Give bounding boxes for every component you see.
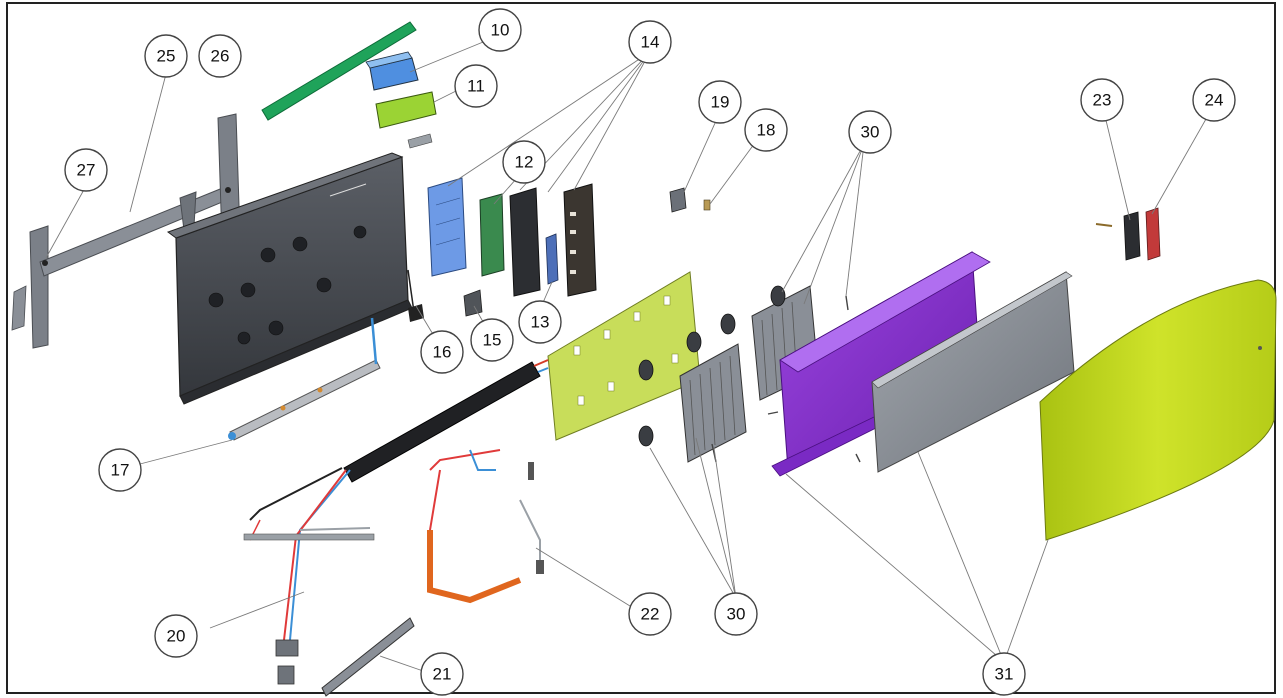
callout-26-label: 26 bbox=[211, 47, 230, 66]
callout-21: 21 bbox=[420, 652, 464, 696]
callout-10: 10 bbox=[478, 8, 522, 52]
callout-20: 20 bbox=[154, 614, 198, 658]
callout-25-label: 25 bbox=[157, 47, 176, 66]
callout-11: 11 bbox=[454, 64, 498, 108]
back-chassis-part bbox=[166, 133, 433, 405]
callout-13: 13 bbox=[518, 300, 562, 344]
sensor-part bbox=[407, 269, 424, 322]
mounting-rail-21 bbox=[321, 617, 415, 697]
callout-22: 22 bbox=[628, 592, 672, 636]
callout-19: 19 bbox=[698, 80, 742, 124]
fan-units bbox=[638, 285, 786, 447]
display-part bbox=[1095, 211, 1141, 261]
callout-31: 31 bbox=[982, 652, 1026, 696]
callout-23-label: 23 bbox=[1093, 91, 1112, 110]
switch-part bbox=[463, 289, 483, 317]
heating-rod-part bbox=[228, 317, 381, 441]
green-module-part bbox=[375, 91, 437, 129]
wire-harness-20 bbox=[243, 467, 375, 685]
callout-30-bottom: 30 bbox=[714, 592, 758, 636]
callout-14: 14 bbox=[628, 20, 672, 64]
wire-harness-22 bbox=[427, 449, 544, 604]
callout-25: 25 bbox=[144, 34, 188, 78]
callout-26: 26 bbox=[198, 34, 242, 78]
relay-board-green bbox=[479, 193, 505, 277]
callout-16-label: 16 bbox=[433, 343, 452, 362]
callout-24-label: 24 bbox=[1205, 91, 1224, 110]
callout-19-label: 19 bbox=[711, 93, 730, 112]
callout-21-label: 21 bbox=[433, 665, 452, 684]
callout-22-label: 22 bbox=[641, 605, 660, 624]
control-board-blue bbox=[427, 177, 467, 277]
gray-cover-part bbox=[871, 271, 1075, 473]
green-rail-part bbox=[261, 21, 417, 121]
fuse-holder-part bbox=[669, 187, 687, 213]
callout-23: 23 bbox=[1080, 78, 1124, 122]
leader-lines bbox=[45, 39, 1211, 673]
callout-18-label: 18 bbox=[757, 121, 776, 140]
callout-16: 16 bbox=[420, 330, 464, 374]
callout-13-label: 13 bbox=[531, 313, 550, 332]
callout-27-label: 27 bbox=[77, 161, 96, 180]
callout-11-label: 11 bbox=[467, 77, 485, 96]
blue-module-part bbox=[365, 51, 419, 91]
callout-12-label: 12 bbox=[515, 153, 534, 172]
display-bezel-part bbox=[1145, 207, 1161, 261]
callout-15: 15 bbox=[470, 318, 514, 362]
callout-20-label: 20 bbox=[167, 627, 186, 646]
callout-30-top: 30 bbox=[848, 110, 892, 154]
callout-15-label: 15 bbox=[483, 331, 502, 350]
heater-board-part bbox=[547, 271, 701, 441]
flat-cable-part bbox=[343, 359, 549, 483]
callout-10-label: 10 bbox=[491, 21, 510, 40]
callout-17-label: 17 bbox=[111, 461, 130, 480]
yellow-front-cover-part bbox=[1039, 279, 1277, 541]
heat-sink-front bbox=[679, 343, 747, 463]
callout-24: 24 bbox=[1192, 78, 1236, 122]
callout-14-label: 14 bbox=[641, 33, 660, 52]
callout-30-top-label: 30 bbox=[861, 123, 880, 142]
callout-12: 12 bbox=[502, 140, 546, 184]
callout-31-label: 31 bbox=[995, 665, 1014, 684]
terminal-cover-dark bbox=[563, 183, 597, 297]
fuse-part bbox=[703, 199, 711, 211]
callout-17: 17 bbox=[98, 448, 142, 492]
terminal-board-dark bbox=[509, 187, 559, 297]
callout-27: 27 bbox=[64, 148, 108, 192]
callout-18: 18 bbox=[744, 108, 788, 152]
callout-30-bottom-label: 30 bbox=[727, 605, 746, 624]
